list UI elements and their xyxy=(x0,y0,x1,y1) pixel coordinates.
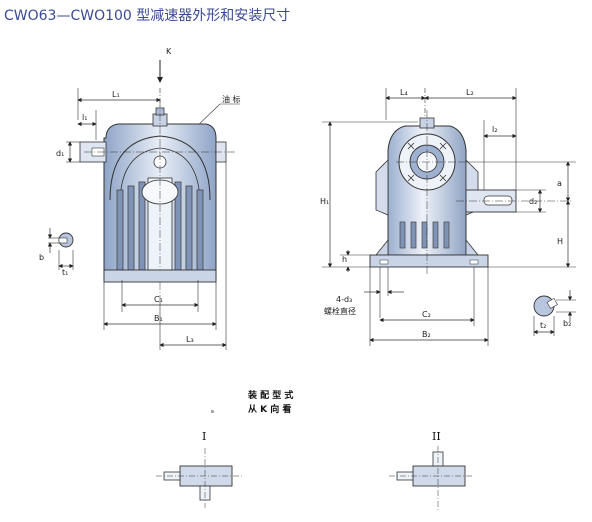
oil-mark-label: 油 标 xyxy=(222,94,241,104)
label-d1: d₁ xyxy=(56,149,64,158)
assembly-heading: 装 配 型 式 xyxy=(247,389,293,401)
label-t1: t₁ xyxy=(62,268,68,277)
k-label: K xyxy=(166,47,172,56)
label-4-d3: 4-d₃ xyxy=(336,295,352,304)
right-front-view: L₄ L₂ l₂ xyxy=(320,88,576,346)
type-1-label: I xyxy=(202,430,206,443)
label-l2: L₂ xyxy=(466,88,474,97)
label-c1: C₁ xyxy=(154,295,163,304)
label-h: h xyxy=(342,255,347,264)
label-b2: B₂ xyxy=(422,330,431,339)
label-h1: H₁ xyxy=(320,197,329,206)
page-title: CWO63—CWO100 型减速器外形和安装尺寸 xyxy=(4,8,291,24)
left-side-view: K L₁ l₁ 油 标 xyxy=(39,47,241,350)
assembly-type-2 xyxy=(389,446,474,510)
label-l1: L₁ xyxy=(112,90,120,99)
label-c2: C₂ xyxy=(422,310,431,319)
label-h-big: H xyxy=(557,237,563,246)
label-a: a xyxy=(557,179,562,188)
label-b1: B₁ xyxy=(154,314,163,323)
assembly-type-1 xyxy=(156,448,242,508)
label-d2: d₂ xyxy=(529,197,537,206)
assembly-types: 装 配 型 式 从 K 向 看 I II xyxy=(156,389,474,510)
type-2-label: II xyxy=(432,430,441,443)
label-t2: t₂ xyxy=(540,321,546,330)
label-l-1: l₁ xyxy=(82,113,87,122)
label-l-2: l₂ xyxy=(492,125,497,134)
label-l4: L₄ xyxy=(400,88,408,97)
label-b: b xyxy=(39,253,44,262)
label-b-2: b₂ xyxy=(563,319,571,328)
assembly-subheading: 从 K 向 看 xyxy=(248,403,291,415)
label-bolt-diameter: 螺栓直径 xyxy=(324,306,356,316)
label-l3: L₃ xyxy=(186,335,194,344)
right-base xyxy=(369,254,489,268)
left-base xyxy=(103,269,217,283)
